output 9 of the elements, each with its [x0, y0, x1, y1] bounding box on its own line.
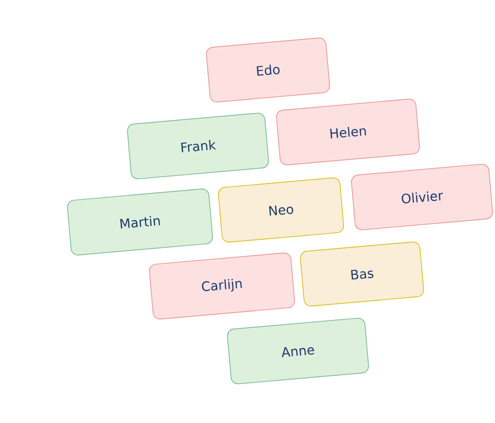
name-box: Anne [227, 318, 369, 384]
name-box: Bas [300, 242, 424, 306]
name-box: Helen [276, 98, 420, 166]
name-box: Frank [127, 112, 269, 180]
name-box: Martin [67, 188, 213, 256]
name-box: Olivier [351, 164, 493, 230]
name-box: Neo [218, 178, 344, 242]
name-box: Edo [206, 38, 330, 102]
name-box: Carlijn [149, 252, 295, 320]
